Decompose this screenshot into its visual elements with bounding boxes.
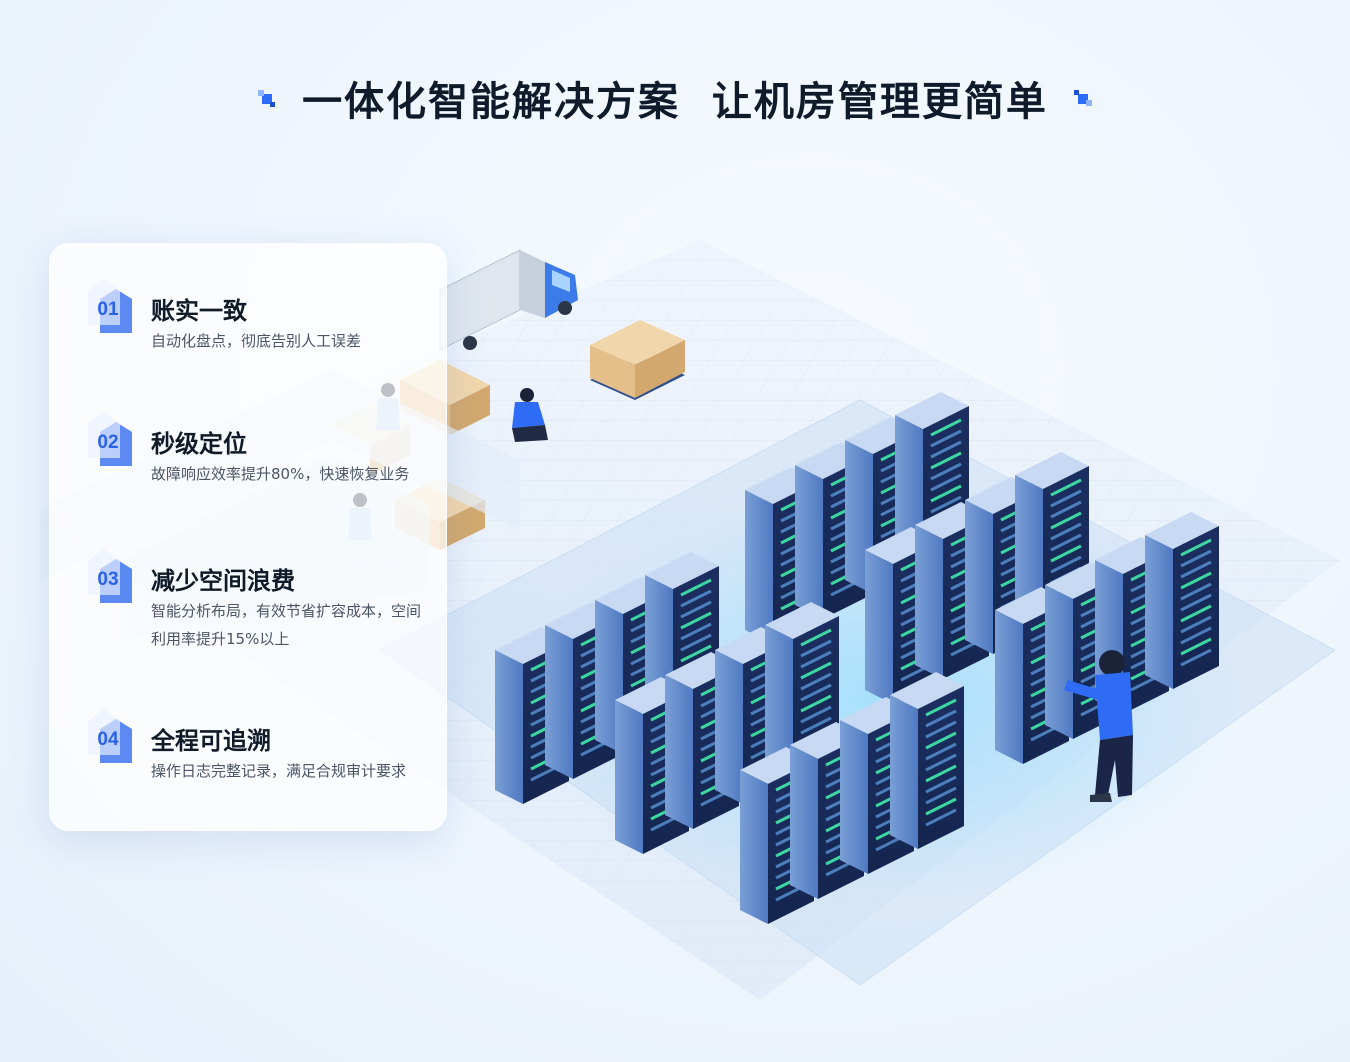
page-title: 一体化智能解决方案 让机房管理更简单 [302, 79, 1048, 125]
feature-title: 全程可追溯 [151, 727, 271, 755]
pixel-decoration-icon [1072, 88, 1092, 108]
feature-desc: 故障响应效率提升80%，快速恢复业务 [151, 465, 410, 483]
number-badge-icon [88, 412, 132, 466]
truck-icon [439, 249, 578, 351]
feature-desc: 操作日志完整记录，满足合规审计要求 [151, 762, 407, 780]
number-badge-icon [88, 709, 132, 763]
feature-number: 01 [97, 299, 119, 320]
feature-title: 账实一致 [151, 297, 247, 325]
server-rack [890, 672, 964, 849]
feature-number: 02 [97, 432, 119, 453]
feature-desc: 自动化盘点，彻底告别人工误差 [151, 332, 362, 350]
feature-number: 03 [97, 569, 119, 590]
feature-desc: 智能分析布局，有效节省扩容成本，空间利用率提升15%以上 [151, 602, 422, 648]
worker-icon [1064, 650, 1133, 802]
server-rack [1145, 512, 1219, 689]
header: 一体化智能解决方案 让机房管理更简单 [0, 68, 1350, 128]
server-rack-icon [495, 392, 1219, 924]
feature-title: 秒级定位 [151, 430, 247, 458]
feature-number: 04 [97, 729, 119, 750]
features-panel: 01 账实一致 自动化盘点，彻底告别人工误差 02 秒级定位 故障响应效率提升8… [49, 243, 447, 831]
number-badge-icon [88, 549, 132, 603]
feature-title: 减少空间浪费 [151, 567, 295, 595]
number-badge-icon [88, 279, 132, 333]
pixel-decoration-icon [258, 88, 278, 108]
